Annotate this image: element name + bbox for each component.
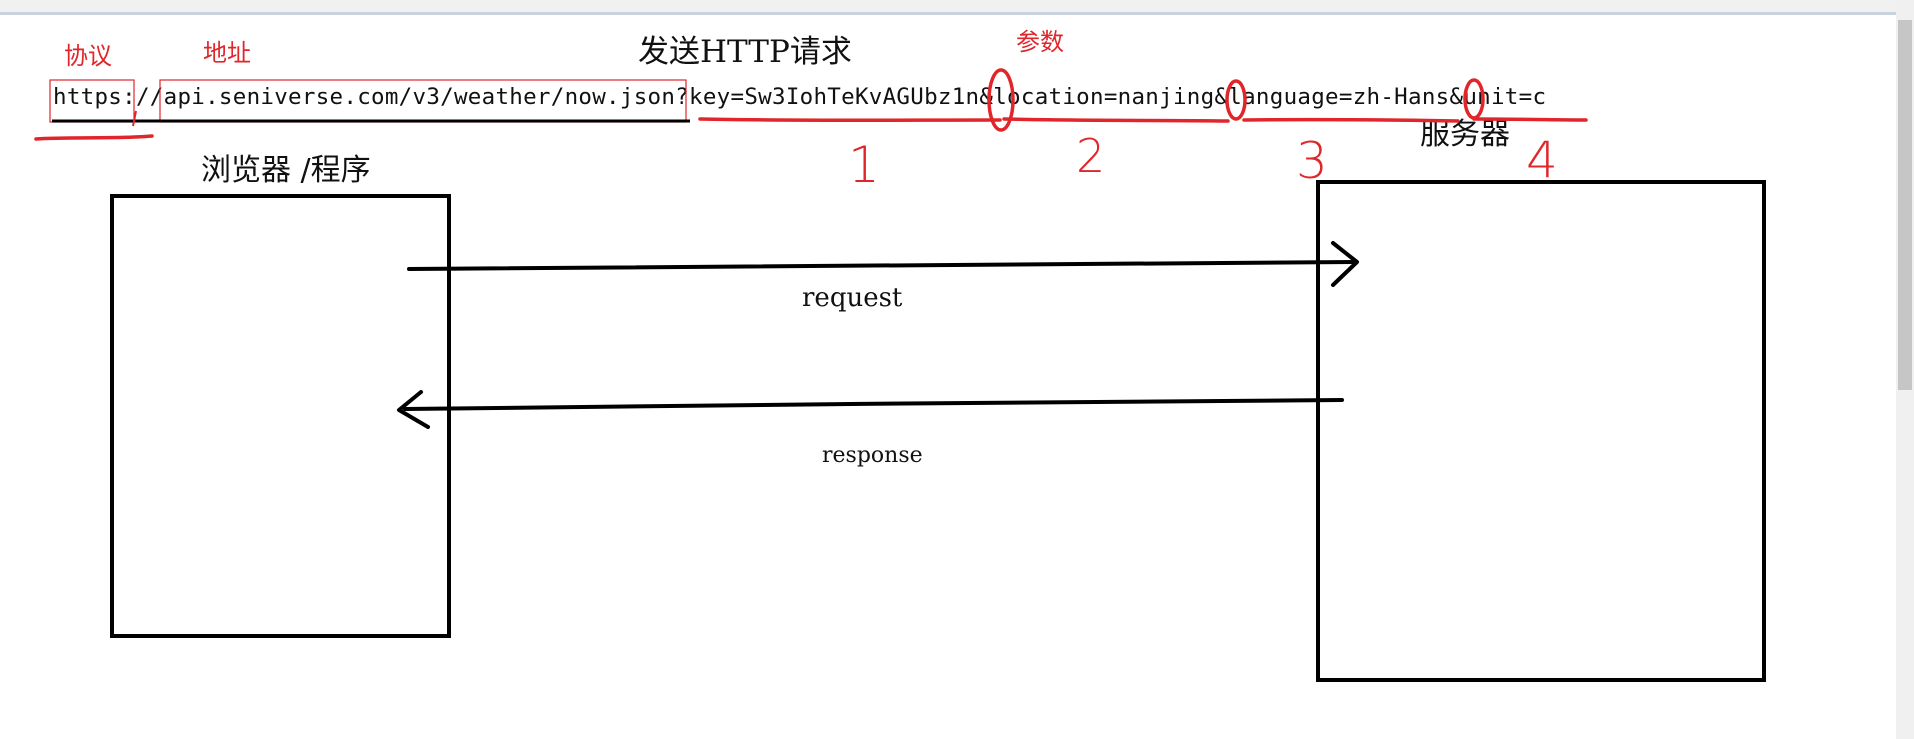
request-arrowhead <box>1331 241 1359 287</box>
param-number-4: 4 <box>1526 131 1558 189</box>
window-top-bar <box>0 0 1896 15</box>
browser-label: 浏览器 /程序 <box>201 153 371 188</box>
url-query-mark: ? <box>675 84 690 110</box>
address-highlight-box <box>159 79 687 123</box>
separator-circle-1 <box>987 68 1015 132</box>
param-1-underline <box>698 117 1002 122</box>
request-label: request <box>802 283 903 313</box>
response-label: response <box>822 443 923 468</box>
param-number-2: 2 <box>1076 129 1105 183</box>
response-arrow-line <box>403 398 1344 411</box>
param-4-underline <box>1472 117 1588 122</box>
browser-box <box>110 194 451 638</box>
param-3-underline <box>1242 117 1460 123</box>
server-box <box>1316 180 1766 682</box>
annotation-protocol: 协议 <box>64 42 112 70</box>
url-param-key: key=Sw3IohTeKvAGUbz1n <box>689 84 980 110</box>
url-protocol: https: <box>53 84 136 110</box>
server-label: 服务器 <box>1420 117 1510 152</box>
param-2-underline <box>1002 117 1230 123</box>
protocol-underline-red <box>34 134 154 141</box>
url-param-language: language=zh-Hans <box>1228 84 1450 110</box>
separator-circle-3 <box>1463 78 1485 120</box>
diagram-title: 发送HTTP请求 <box>638 34 852 70</box>
param-number-1: 1 <box>848 136 880 194</box>
url-param-location: location=nanjing <box>993 84 1215 110</box>
url-param-unit: unit=c <box>1463 84 1547 110</box>
url-separator-3: & <box>1449 84 1464 110</box>
url-address: api.seniverse.com/v3/weather/now.json <box>163 84 676 110</box>
vertical-scrollbar[interactable] <box>1896 0 1914 739</box>
request-arrow-line <box>407 260 1356 271</box>
protocol-highlight-box <box>49 79 135 123</box>
param-number-3: 3 <box>1296 132 1328 190</box>
separator-circle-2 <box>1225 79 1247 121</box>
protocol-slash-mark <box>132 110 137 127</box>
scrollbar-thumb[interactable] <box>1898 20 1912 390</box>
url-slashes: // <box>135 84 164 110</box>
response-arrowhead <box>397 390 430 429</box>
url-separator-2: & <box>1214 84 1229 110</box>
annotation-params: 参数 <box>1016 28 1064 56</box>
annotation-address: 地址 <box>203 39 251 67</box>
